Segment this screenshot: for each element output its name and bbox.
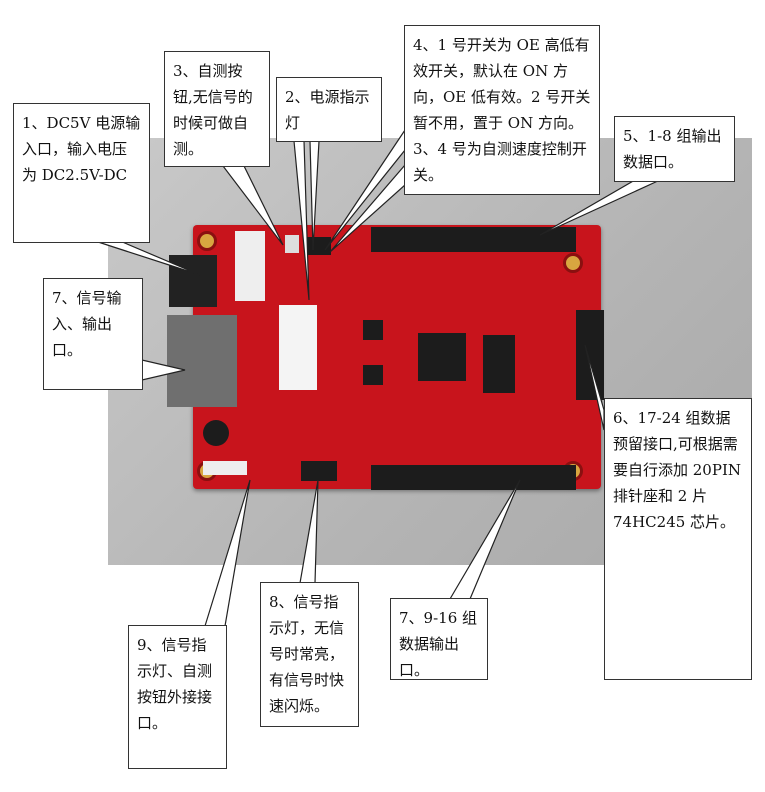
chip: [363, 320, 383, 340]
callout-text: 4、1 号开关为 OE 高低有效开关，默认在 ON 方向，OE 低有效。2 号开…: [413, 36, 591, 184]
callout-1-power-input: 1、DC5V 电源输入口，输入电压为 DC2.5V-DC: [13, 103, 150, 243]
output-connector-9-16: [371, 465, 576, 490]
callout-text: 7、9-16 组数据输出口。: [399, 609, 478, 679]
signal-header: [301, 461, 337, 481]
mount-hole: [197, 231, 217, 251]
control-card-pcb: [167, 225, 604, 490]
callout-8-signal-led: 8、信号指示灯，无信号时常亮，有信号时快速闪烁。: [260, 582, 359, 727]
callout-text: 7、信号输入、输出口。: [52, 289, 122, 359]
capacitor: [203, 420, 229, 446]
output-connector-1-8: [371, 227, 576, 252]
callout-6-reserved-17-24: 6、17-24 组数据预留接口,可根据需要自行添加 20PIN 排针座和 2 片…: [604, 398, 752, 680]
power-socket: [235, 231, 265, 301]
callout-3-test-button: 3、自测按钮,无信号的时候可做自测。: [164, 51, 270, 167]
power-terminal: [169, 255, 217, 307]
callout-text: 5、1-8 组输出数据口。: [623, 127, 722, 171]
label-sticker: [279, 305, 317, 390]
callout-5-output-1-8: 5、1-8 组输出数据口。: [614, 116, 735, 182]
callout-7-signal-io: 7、信号输入、输出口。: [43, 278, 143, 390]
callout-text: 6、17-24 组数据预留接口,可根据需要自行添加 20PIN 排针座和 2 片…: [613, 409, 746, 531]
chip: [363, 365, 383, 385]
callout-4-dip-switch: 4、1 号开关为 OE 高低有效开关，默认在 ON 方向，OE 低有效。2 号开…: [404, 25, 600, 195]
callout-text: 3、自测按钮,无信号的时候可做自测。: [173, 62, 253, 158]
rj45-ports: [167, 315, 237, 407]
reserved-connector-17-24: [576, 310, 604, 400]
callout-text: 9、信号指示灯、自测按钮外接接口。: [137, 636, 213, 732]
callout-text: 8、信号指示灯，无信号时常亮，有信号时快速闪烁。: [269, 593, 345, 715]
callout-text: 1、DC5V 电源输入口，输入电压为 DC2.5V-DC: [22, 114, 141, 184]
memory-chip: [483, 335, 515, 393]
callout-7-output-9-16: 7、9-16 组数据输出口。: [390, 598, 488, 680]
test-button: [285, 235, 299, 253]
fpga-chip: [418, 333, 466, 381]
callout-text: 2、电源指示灯: [285, 88, 370, 132]
mount-hole: [563, 253, 583, 273]
callout-9-external-port: 9、信号指示灯、自测按钮外接接口。: [128, 625, 227, 769]
signal-led-port: [203, 461, 247, 475]
callout-2-power-led: 2、电源指示灯: [276, 77, 382, 142]
